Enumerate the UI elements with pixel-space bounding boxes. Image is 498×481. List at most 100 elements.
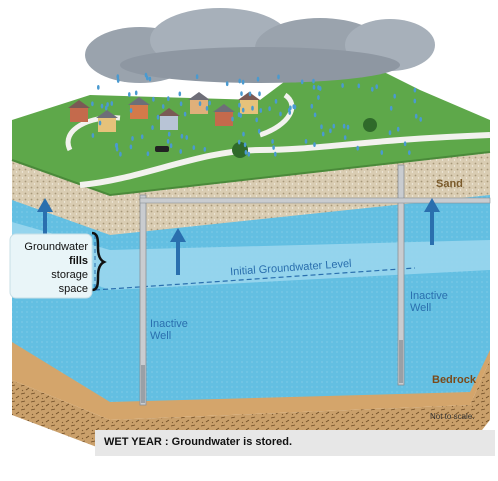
rain-drop [128, 92, 131, 97]
rain-drop [169, 143, 173, 149]
rain-drop [321, 131, 325, 137]
well-left-label: Inactive Well [150, 318, 188, 342]
rain-drop [134, 90, 138, 96]
rain-drop [247, 151, 251, 157]
rain-drop [408, 150, 411, 156]
callout-line-3: storage [51, 269, 88, 281]
rain-drop [380, 150, 384, 155]
rain-drop [414, 113, 418, 119]
scale-note: Not to scale. [430, 412, 475, 421]
rain-drop [115, 146, 119, 152]
rain-drop [413, 98, 417, 104]
house-icon [68, 100, 90, 122]
rain-drop [238, 102, 241, 108]
rain-drop [251, 105, 254, 111]
rain-drop [300, 79, 304, 85]
rain-drop [310, 103, 314, 109]
rain-drop [257, 128, 261, 134]
callout-box [9, 233, 93, 299]
rain-drop [388, 130, 392, 136]
rain-drop [357, 83, 361, 89]
callout-text: Groundwater fills storage space [12, 240, 88, 296]
rain-drop [91, 101, 94, 107]
rain-drop [292, 104, 296, 109]
house-icon [238, 92, 260, 114]
rain-drop [371, 86, 374, 92]
sand-label: Sand [436, 178, 463, 190]
rain-drop [131, 136, 134, 141]
rain-drop [156, 114, 160, 120]
rain-drop [274, 151, 277, 157]
rain-drop [104, 105, 108, 111]
rain-drop [274, 99, 278, 104]
rain-drop [341, 83, 344, 88]
up-arrow-icon [424, 198, 440, 245]
rain-drop [91, 133, 95, 138]
rain-drop [238, 78, 241, 84]
rain-drop [313, 112, 317, 118]
rain-drop [413, 87, 417, 93]
rain-drop [98, 120, 102, 126]
rain-drop [241, 79, 245, 85]
rain-drop [375, 84, 379, 89]
rain-drop [167, 131, 171, 137]
rain-drop [240, 91, 243, 96]
rain-drop [116, 78, 120, 83]
rain-drop [185, 135, 188, 140]
rain-drop [179, 149, 182, 154]
rain-drop [151, 125, 154, 130]
rain-drop [393, 93, 397, 99]
rain-drop [320, 124, 323, 130]
rain-drop [179, 101, 183, 107]
rain-drop [403, 141, 407, 147]
well-pipe-icon [139, 164, 491, 406]
rain-drop [192, 145, 196, 151]
rain-drop [195, 74, 199, 80]
rain-drop [110, 101, 114, 106]
rain-drop [241, 107, 245, 113]
rain-drop [244, 150, 248, 155]
rain-drop [237, 139, 241, 145]
rain-drop [268, 106, 271, 112]
rain-drop [231, 116, 234, 122]
rain-drop [97, 85, 100, 90]
house-icon [158, 108, 180, 130]
rain-drop [237, 112, 241, 118]
brace-icon [91, 231, 107, 292]
rain-drop [343, 135, 347, 141]
rain-drop [332, 123, 336, 129]
rain-drop [161, 104, 165, 109]
rain-drop [317, 95, 320, 100]
rain-drop [242, 131, 245, 137]
rain-drop [203, 147, 207, 152]
rain-drop [255, 117, 258, 123]
callout-line-4: space [58, 283, 88, 295]
rain-drop [140, 134, 144, 140]
house-icon [128, 97, 150, 119]
rain-drop [180, 133, 184, 139]
caption-bar [95, 430, 495, 456]
rain-drop [419, 117, 423, 122]
rain-drop [167, 96, 170, 102]
rain-drop [389, 105, 393, 111]
house-icon [96, 110, 118, 132]
rain-drop [248, 91, 252, 97]
rain-drop [342, 123, 346, 129]
rain-drop [271, 139, 274, 144]
rain-drop [259, 108, 263, 113]
rain-drop [279, 111, 282, 117]
up-arrow-icon [170, 228, 186, 275]
rain-drop [329, 128, 332, 134]
rain-drop [346, 124, 350, 130]
rain-drop [272, 145, 275, 150]
rain-drop [183, 111, 187, 117]
caption: WET YEAR : Groundwater is stored. [104, 436, 293, 448]
rain-drop [208, 100, 211, 106]
rain-drop [129, 108, 133, 113]
rain-drop [114, 143, 118, 148]
rain-drop [146, 151, 150, 157]
rain-drop [106, 102, 109, 107]
rain-drop [313, 142, 316, 148]
rain-drop [258, 91, 261, 97]
